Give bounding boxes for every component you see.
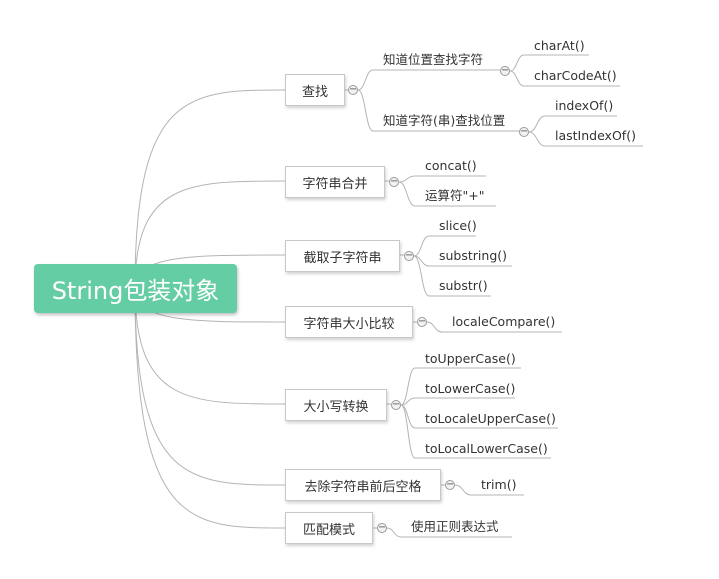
collapse-toggle-search[interactable]: − bbox=[348, 84, 358, 95]
leaf-charAt[interactable]: charAt() bbox=[534, 38, 585, 53]
collapse-toggle-trim[interactable]: − bbox=[445, 479, 455, 490]
leaf-trim[interactable]: trim() bbox=[481, 477, 517, 492]
substring-link-2 bbox=[413, 255, 430, 297]
branch-find-position-by-char[interactable]: 知道字符(串)查找位置 bbox=[383, 113, 506, 128]
search-link-0 bbox=[357, 69, 374, 91]
leaf-substr[interactable]: substr() bbox=[439, 278, 488, 293]
by-position-link-0 bbox=[509, 54, 525, 72]
leaf-toUpperCase[interactable]: toUpperCase() bbox=[425, 351, 516, 366]
leaf-localeCompare[interactable]: localeCompare() bbox=[452, 314, 556, 329]
edge-root-search bbox=[134, 89, 286, 289]
topic-compare[interactable]: 字符串大小比较 bbox=[285, 306, 413, 338]
topic-search[interactable]: 查找 bbox=[285, 74, 345, 106]
collapse-toggle-concat[interactable]: − bbox=[389, 176, 399, 187]
case-link-3 bbox=[400, 404, 416, 459]
collapse-toggle-by-position[interactable]: − bbox=[500, 65, 510, 76]
topic-concat[interactable]: 字符串合并 bbox=[285, 166, 385, 198]
edge-root-regex bbox=[134, 287, 286, 529]
search-link-1 bbox=[357, 89, 374, 132]
by-char-link-1 bbox=[528, 131, 546, 147]
edge-root-trim bbox=[134, 287, 286, 486]
leaf-concat[interactable]: concat() bbox=[425, 158, 477, 173]
by-position-link-1 bbox=[509, 70, 525, 87]
collapse-toggle-compare[interactable]: − bbox=[417, 316, 427, 327]
collapse-toggle-substring[interactable]: − bbox=[404, 250, 414, 261]
leaf-lastIndexOf[interactable]: lastIndexOf() bbox=[555, 128, 636, 143]
topic-trim[interactable]: 去除字符串前后空格 bbox=[285, 469, 441, 501]
topic-substring[interactable]: 截取子字符串 bbox=[285, 240, 400, 272]
case-link-0 bbox=[400, 367, 416, 406]
leaf-use-regex[interactable]: 使用正则表达式 bbox=[411, 519, 499, 534]
trim-link-0 bbox=[454, 484, 472, 496]
root-topic[interactable]: String包装对象 bbox=[34, 264, 237, 313]
compare-link-0 bbox=[426, 321, 443, 333]
topic-case-convert[interactable]: 大小写转换 bbox=[285, 389, 387, 421]
concat-link-1 bbox=[398, 181, 416, 207]
branch-find-char-by-position[interactable]: 知道位置查找字符 bbox=[383, 52, 484, 67]
leaf-slice[interactable]: slice() bbox=[439, 218, 477, 233]
case-link-1 bbox=[400, 397, 416, 406]
edge-root-case bbox=[134, 287, 286, 405]
collapse-toggle-case-convert[interactable]: − bbox=[391, 399, 401, 410]
concat-link-0 bbox=[398, 175, 416, 183]
substring-link-0 bbox=[413, 235, 430, 257]
leaf-charCodeAt[interactable]: charCodeAt() bbox=[534, 68, 617, 83]
by-char-link-0 bbox=[528, 115, 546, 133]
collapse-toggle-by-char[interactable]: − bbox=[519, 126, 529, 137]
leaf-toLocaleUpperCase[interactable]: toLocaleUpperCase() bbox=[425, 411, 556, 426]
leaf-substring[interactable]: substring() bbox=[439, 248, 508, 263]
edge-root-concat bbox=[134, 180, 286, 289]
regex-link-0 bbox=[386, 527, 402, 538]
leaf-indexOf[interactable]: indexOf() bbox=[555, 98, 614, 113]
case-link-2 bbox=[400, 404, 416, 429]
leaf-toLowerCase[interactable]: toLowerCase() bbox=[425, 381, 516, 396]
leaf-toLocalLowerCase[interactable]: toLocalLowerCase() bbox=[425, 441, 548, 456]
collapse-toggle-regex[interactable]: − bbox=[377, 522, 387, 533]
topic-regex[interactable]: 匹配模式 bbox=[285, 512, 373, 544]
leaf-plus-operator[interactable]: 运算符"+" bbox=[425, 188, 485, 203]
